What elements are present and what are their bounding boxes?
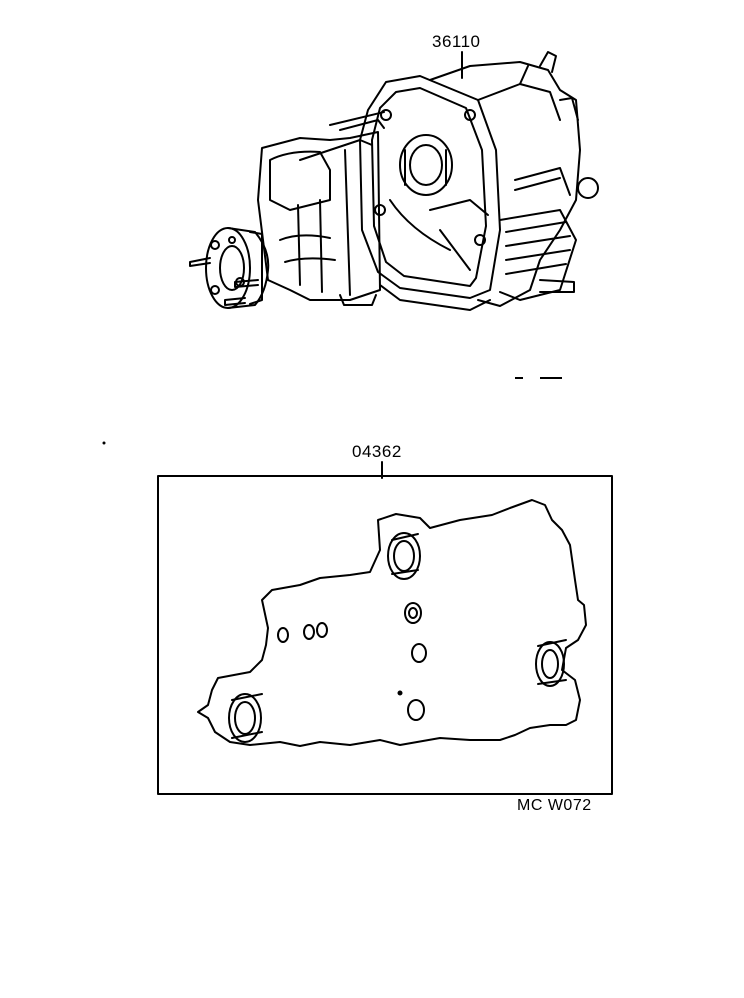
adapter-plate [359, 75, 501, 299]
gasket-outline [197, 499, 587, 747]
o-ring-small-set [277, 622, 328, 643]
output-flange [189, 227, 270, 309]
gasket-kit-drawing [157, 461, 613, 795]
scan-specks [102, 377, 562, 445]
gasket-kit-frame [157, 475, 613, 795]
oil-seal-large-left [228, 693, 263, 743]
rear-extension-housing [257, 131, 381, 301]
transfer-main-body [429, 61, 581, 307]
breather-plug [577, 177, 599, 199]
part-number-callout-transfer: 36110 [432, 32, 481, 51]
transfer-case-assembly-drawing [189, 51, 599, 311]
o-ring-center-set [404, 602, 427, 721]
illustration-code: MC W072 [517, 797, 592, 814]
oil-seal-large-top [387, 532, 421, 580]
oil-seal-large-right [535, 639, 567, 687]
part-number-callout-gasket-kit: 04362 [352, 442, 402, 461]
input-shaft-bore [399, 134, 453, 196]
